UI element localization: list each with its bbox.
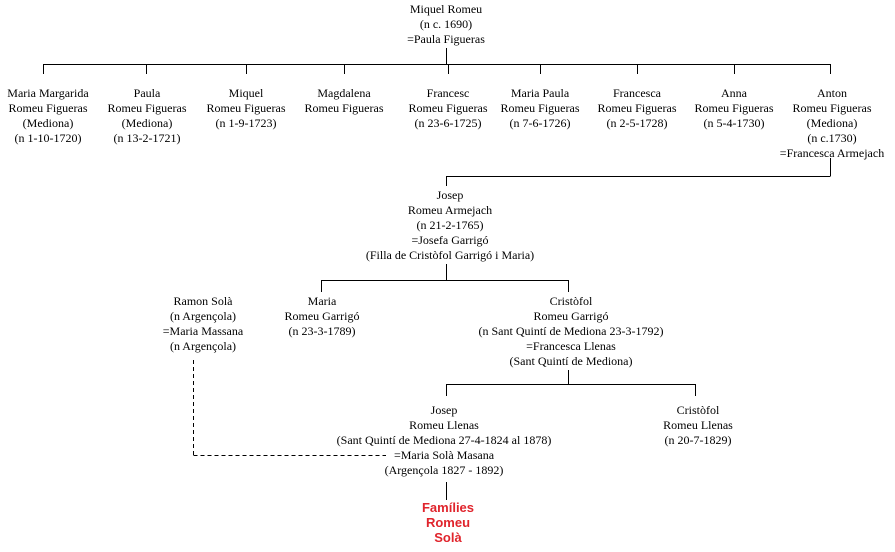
surname-line: Romeu Figueras <box>8 101 88 115</box>
surname-line: Romeu Figueras <box>792 101 872 115</box>
surname-line: Romeu Armejach <box>407 203 493 217</box>
name-line: Cristòfol <box>549 294 593 308</box>
person-maria-paula: Maria Paula Romeu Figueras (n 7-6-1726) <box>501 86 580 131</box>
name-line: Josep <box>430 403 458 417</box>
name-line: Anton <box>816 86 847 100</box>
person-francesc: Francesc Romeu Figueras (n 23-6-1725) <box>409 86 488 131</box>
birth-line: (n 21-2-1765) <box>416 218 484 232</box>
name-line: Ramon Solà <box>173 294 233 308</box>
place-line: (Mediona) <box>806 116 858 130</box>
name-line: Miquel <box>228 86 264 100</box>
spouse-birth-line: (Argençola 1827 - 1892) <box>384 463 504 477</box>
person-josep-romeu-llenas: Josep Romeu Llenas (Sant Quintí de Medio… <box>337 403 552 478</box>
surname-line: Romeu Figueras <box>694 101 774 115</box>
birth-line: (n 1-9-1723) <box>215 116 277 130</box>
spouse-line: =Paula Figueras <box>407 32 485 46</box>
surname-line: Romeu Figueras <box>107 101 187 115</box>
spouse-line: =Maria Solà Masana <box>393 448 495 462</box>
birth-line: (Sant Quintí de Mediona 27-4-1824 al 187… <box>336 433 552 447</box>
spouse-line: =Maria Massana <box>162 324 244 338</box>
surname-line: Romeu Figueras <box>408 101 488 115</box>
surname-line: Romeu Llenas <box>409 418 479 432</box>
link-line[interactable]: Romeu <box>425 515 471 530</box>
name-line: Maria Paula <box>510 86 570 100</box>
name-line: Anna <box>721 86 747 100</box>
person-maria-margarida: Maria Margarida Romeu Figueras (Mediona)… <box>7 86 88 146</box>
person-francesca: Francesca Romeu Figueras (n 2-5-1728) <box>598 86 677 131</box>
families-romeu-sola-link[interactable]: Famílies Romeu Solà <box>422 500 474 545</box>
spouse-line: =Francesca Armejach <box>779 146 885 160</box>
place-line: (Mediona) <box>121 116 173 130</box>
link-line[interactable]: Solà <box>434 530 462 545</box>
birth-line: (n 7-6-1726) <box>509 116 571 130</box>
name-line: Maria Margarida <box>7 86 89 100</box>
surname-line: Romeu Garrigó <box>533 309 609 323</box>
person-maria-romeu-garrigo: Maria Romeu Garrigó (n 23-3-1789) <box>285 294 360 339</box>
spouse-parents-line: (Filla de Cristòfol Garrigó i Maria) <box>365 248 535 262</box>
spouse-line: =Francesca Llenas <box>526 339 616 353</box>
spouse-place-line: (Sant Quintí de Mediona) <box>509 354 633 368</box>
birth-line: (n 23-6-1725) <box>414 116 482 130</box>
person-ramon-sola: Ramon Solà (n Argençola) =Maria Massana … <box>163 294 243 354</box>
birth-line: (n 1-10-1720) <box>14 131 82 145</box>
name-line: Magdalena <box>317 86 371 100</box>
surname-line: Romeu Figueras <box>304 101 384 115</box>
birth-line: (n 20-7-1829) <box>664 433 732 447</box>
name-line: Josep <box>436 188 464 202</box>
birth-line: (n 5-4-1730) <box>703 116 765 130</box>
person-magdalena: Magdalena Romeu Figueras <box>305 86 384 116</box>
birth-line: (n 23-3-1789) <box>288 324 356 338</box>
name-line: Francesc <box>426 86 470 100</box>
surname-line: Romeu Figueras <box>206 101 286 115</box>
spouse-line: =Josefa Garrigó <box>411 233 489 247</box>
person-cristofol-romeu-llenas: Cristòfol Romeu Llenas (n 20-7-1829) <box>663 403 733 448</box>
birth-line: (n 13-2-1721) <box>113 131 181 145</box>
person-miquel: Miquel Romeu Figueras (n 1-9-1723) <box>207 86 286 131</box>
name-line: Miquel Romeu <box>409 2 483 16</box>
name-line: Cristòfol <box>676 403 720 417</box>
name-line: Francesca <box>613 86 661 100</box>
link-line[interactable]: Famílies <box>421 500 475 515</box>
person-anton: Anton Romeu Figueras (Mediona) (n c.1730… <box>780 86 884 161</box>
birth-line: (n Sant Quintí de Mediona 23-3-1792) <box>478 324 664 338</box>
person-miquel-romeu: Miquel Romeu (n c. 1690) =Paula Figueras <box>407 2 485 47</box>
place-line: (Mediona) <box>22 116 74 130</box>
surname-line: Romeu Garrigó <box>284 309 360 323</box>
surname-line: Romeu Figueras <box>597 101 677 115</box>
spouse-birth-line: (n Argençola) <box>169 339 237 353</box>
surname-line: Romeu Llenas <box>663 418 733 432</box>
birth-line: (n c. 1690) <box>419 17 473 31</box>
birth-line: (n Argençola) <box>169 309 237 323</box>
name-line: Maria <box>307 294 337 308</box>
person-paula: Paula Romeu Figueras (Mediona) (n 13-2-1… <box>108 86 187 146</box>
person-anna: Anna Romeu Figueras (n 5-4-1730) <box>695 86 774 131</box>
person-cristofol-romeu-garrigo: Cristòfol Romeu Garrigó (n Sant Quintí d… <box>479 294 664 369</box>
birth-line: (n c.1730) <box>807 131 857 145</box>
surname-line: Romeu Figueras <box>500 101 580 115</box>
person-josep-romeu-armejach: Josep Romeu Armejach (n 21-2-1765) =Jose… <box>366 188 534 263</box>
birth-line: (n 2-5-1728) <box>606 116 668 130</box>
name-line: Paula <box>133 86 161 100</box>
